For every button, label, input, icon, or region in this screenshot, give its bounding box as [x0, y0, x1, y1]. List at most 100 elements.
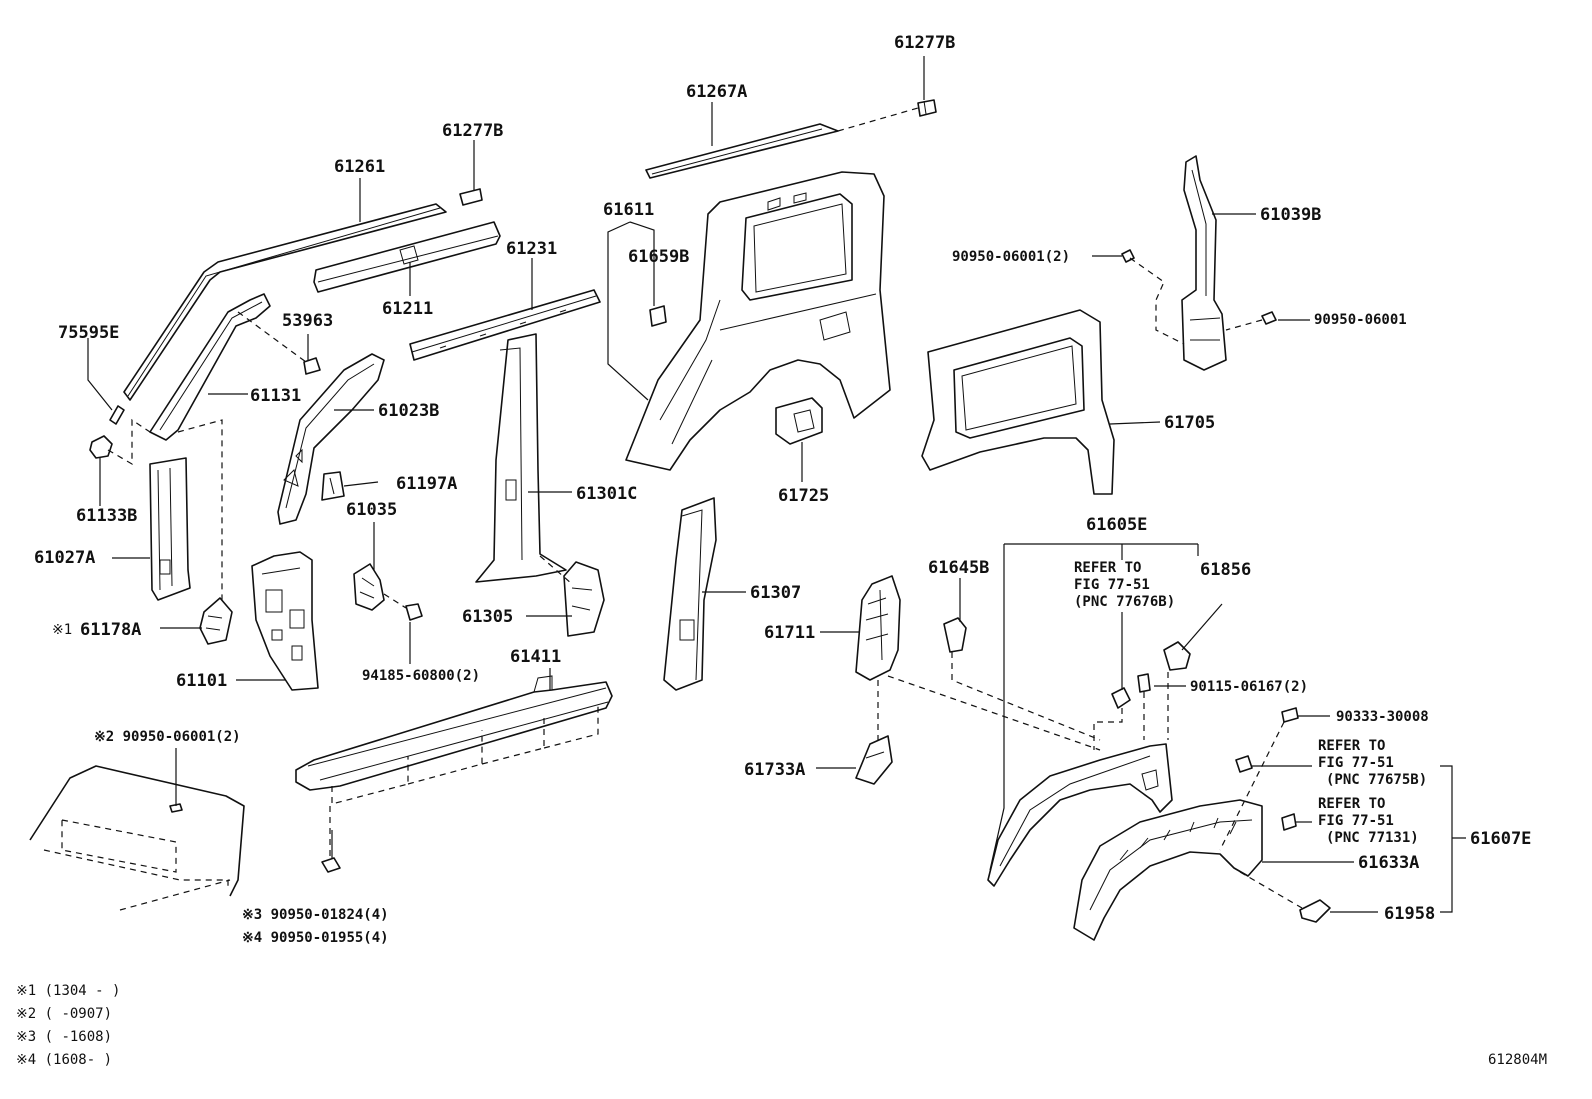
label-90950-06001-2[interactable]: 90950-06001(2)	[952, 249, 1070, 265]
label-61035[interactable]: 61035	[346, 500, 397, 520]
label-61705[interactable]: 61705	[1164, 413, 1215, 433]
label-90115-06167[interactable]: 90115-06167(2)	[1190, 679, 1308, 695]
part-61733A[interactable]	[855, 735, 893, 785]
label-61305[interactable]: 61305	[462, 607, 513, 627]
part-77131-clip[interactable]	[1281, 813, 1297, 831]
part-61178A[interactable]	[199, 597, 233, 645]
part-61133B[interactable]	[89, 435, 113, 459]
label-61645B[interactable]: 61645B	[928, 558, 989, 578]
part-61039B[interactable]	[1181, 155, 1227, 371]
part-61023B[interactable]	[277, 353, 385, 525]
label-61133B[interactable]: 61133B	[76, 506, 137, 526]
figure-id: 612804M	[1488, 1052, 1547, 1068]
label-61607E[interactable]: 61607E	[1470, 829, 1531, 849]
part-61645B[interactable]	[943, 617, 967, 653]
label-94185-60800[interactable]: 94185-60800(2)	[362, 668, 480, 684]
label-61711[interactable]: 61711	[764, 623, 815, 643]
leader-lines	[87, 56, 1466, 913]
label-61856[interactable]: 61856	[1200, 560, 1251, 580]
part-61277B-mid[interactable]	[459, 188, 483, 206]
label-61277B-top[interactable]: 61277B	[894, 33, 955, 53]
footnote-1: ※1 (1304 - )	[16, 983, 120, 999]
refer-77131-line3[interactable]: (PNC 77131)	[1326, 830, 1419, 846]
label-61211[interactable]: 61211	[382, 299, 433, 319]
label-s3-90950-01824[interactable]: ※3 90950-01824(4)	[242, 907, 389, 923]
refer-77676B-line3[interactable]: (PNC 77676B)	[1074, 594, 1175, 610]
label-61131[interactable]: 61131	[250, 386, 301, 406]
label-s4-90950-01955[interactable]: ※4 90950-01955(4)	[242, 930, 389, 946]
part-90950-01824[interactable]	[321, 857, 341, 873]
part-61711[interactable]	[855, 575, 901, 681]
part-53963[interactable]	[303, 357, 321, 375]
label-90950-06001[interactable]: 90950-06001	[1314, 312, 1407, 328]
label-61027A[interactable]: 61027A	[34, 548, 95, 568]
part-61211[interactable]	[313, 221, 501, 293]
part-61101[interactable]	[251, 551, 319, 691]
part-61197A[interactable]	[321, 471, 345, 501]
label-61733A[interactable]: 61733A	[744, 760, 805, 780]
footnotes: ※1 (1304 - ) ※2 ( -0907) ※3 ( -1608) ※4 …	[16, 983, 120, 1068]
refer-77676B-line1[interactable]: REFER TO	[1074, 560, 1141, 576]
part-61633A[interactable]	[1073, 799, 1263, 941]
label-61301C[interactable]: 61301C	[576, 484, 637, 504]
part-90950-06001[interactable]	[1261, 311, 1277, 325]
part-61705[interactable]	[921, 309, 1115, 495]
part-77675B-clip[interactable]	[1235, 755, 1253, 773]
refer-77131-line2[interactable]: FIG 77-51	[1318, 813, 1394, 829]
label-61101[interactable]: 61101	[176, 671, 227, 691]
label-61197A[interactable]: 61197A	[396, 474, 457, 494]
label-61277B-mid[interactable]: 61277B	[442, 121, 503, 141]
label-61231[interactable]: 61231	[506, 239, 557, 259]
label-61178A-mark: ※1	[52, 622, 72, 638]
part-61958[interactable]	[1299, 899, 1331, 923]
label-90333-30008[interactable]: 90333-30008	[1336, 709, 1429, 725]
refer-77675B-line3[interactable]: (PNC 77675B)	[1326, 772, 1427, 788]
label-61611[interactable]: 61611	[603, 200, 654, 220]
part-61725[interactable]	[775, 397, 823, 445]
label-61411[interactable]: 61411	[510, 647, 561, 667]
part-61027A[interactable]	[149, 457, 191, 601]
part-61035[interactable]	[353, 563, 385, 611]
label-61039B[interactable]: 61039B	[1260, 205, 1321, 225]
part-90115-06167[interactable]	[1137, 673, 1151, 693]
part-61261[interactable]	[123, 203, 447, 401]
label-61659B[interactable]: 61659B	[628, 247, 689, 267]
refer-77675B-line2[interactable]: FIG 77-51	[1318, 755, 1394, 771]
part-61605E[interactable]	[987, 743, 1173, 887]
part-90333-30008[interactable]	[1281, 707, 1299, 723]
part-61301C[interactable]	[475, 333, 567, 583]
refer-77676B-line2[interactable]: FIG 77-51	[1074, 577, 1150, 593]
refer-77675B-line1[interactable]: REFER TO	[1318, 738, 1385, 754]
footnote-4: ※4 (1608- )	[16, 1052, 112, 1068]
footnote-2: ※2 ( -0907)	[16, 1006, 112, 1022]
part-61267A[interactable]	[645, 123, 839, 179]
footnote-3: ※3 ( -1608)	[16, 1029, 112, 1045]
label-61633A[interactable]: 61633A	[1358, 853, 1419, 873]
part-75595E[interactable]	[109, 405, 125, 425]
label-61178A[interactable]: 61178A	[80, 620, 141, 640]
part-61231[interactable]	[409, 289, 601, 361]
part-94185-60800[interactable]	[405, 603, 423, 621]
label-61958[interactable]: 61958	[1384, 904, 1435, 924]
label-61307[interactable]: 61307	[750, 583, 801, 603]
part-61277B-top[interactable]	[917, 99, 937, 117]
label-61605E[interactable]: 61605E	[1086, 515, 1147, 535]
part-61659B[interactable]	[649, 305, 667, 327]
label-61261[interactable]: 61261	[334, 157, 385, 177]
label-61267A[interactable]: 61267A	[686, 82, 747, 102]
label-s2-90950-06001[interactable]: ※2 90950-06001(2)	[94, 729, 241, 745]
refer-77131-line1[interactable]: REFER TO	[1318, 796, 1385, 812]
part-61856[interactable]	[1163, 641, 1191, 671]
label-75595E[interactable]: 75595E	[58, 323, 119, 343]
label-61725[interactable]: 61725	[778, 486, 829, 506]
part-labels: 61277B 61267A 61277B 61261 61611 61659B …	[34, 33, 1531, 946]
part-61605E-clip[interactable]	[1111, 687, 1131, 709]
part-61305[interactable]	[563, 561, 605, 637]
part-61131[interactable]	[149, 293, 271, 441]
label-53963[interactable]: 53963	[282, 311, 333, 331]
part-61307[interactable]	[663, 497, 717, 691]
label-61023B[interactable]: 61023B	[378, 401, 439, 421]
part-61611[interactable]	[625, 171, 891, 471]
part-61411[interactable]	[295, 675, 613, 791]
